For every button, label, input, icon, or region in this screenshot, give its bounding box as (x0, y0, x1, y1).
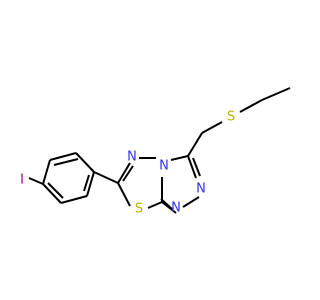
bonds (28, 87, 291, 214)
bond-ar4-i (28, 177, 44, 185)
bond-ar6-ar1 (86, 171, 95, 197)
bond-ch2-s (239, 99, 263, 113)
atom-n-bridge: N (159, 159, 169, 174)
atom-n-thiadiazole: N (127, 150, 137, 165)
atom-s-ring: S (135, 202, 143, 217)
bond-ar2-ar3-double (53, 158, 79, 166)
molecule-canvas: S N N N N S I (20, 87, 291, 217)
bond-ar6-ar1-double (83, 174, 90, 192)
bond-c3-nbridge (170, 155, 189, 161)
bond-c2-n3 (117, 162, 131, 184)
bond-ar4-ar5 (42, 183, 62, 204)
bond-n5-n6 (182, 196, 200, 208)
atom-n-triazole-1: N (196, 182, 206, 197)
atom-iodine: I (20, 173, 24, 188)
atom-s-thioether: S (227, 110, 235, 125)
bond-c3-n4 (187, 155, 197, 179)
bond-ar1-ar2 (75, 152, 95, 173)
bond-c7a-s (147, 201, 163, 209)
bond-ch3-ch2 (261, 87, 291, 101)
bond-ar5-ar6 (60, 195, 88, 204)
bond-ar3-ar4 (42, 159, 51, 185)
structure-diagram: S N N N N S I (20, 87, 291, 217)
bond-c3-n4-double (192, 157, 201, 177)
bond-ch2-c3 (187, 132, 203, 157)
bond-s-ch2 (201, 121, 223, 134)
atom-labels: S N N N N S I (20, 110, 235, 217)
atom-n-triazole-2: N (171, 201, 181, 216)
bond-c2-n3-double (122, 165, 134, 182)
bond-ar4-ar5-double (47, 182, 64, 199)
bond-s-c2 (117, 182, 131, 207)
bond-ar2-ar3 (49, 152, 77, 161)
bond-c2-aryl (93, 171, 119, 184)
